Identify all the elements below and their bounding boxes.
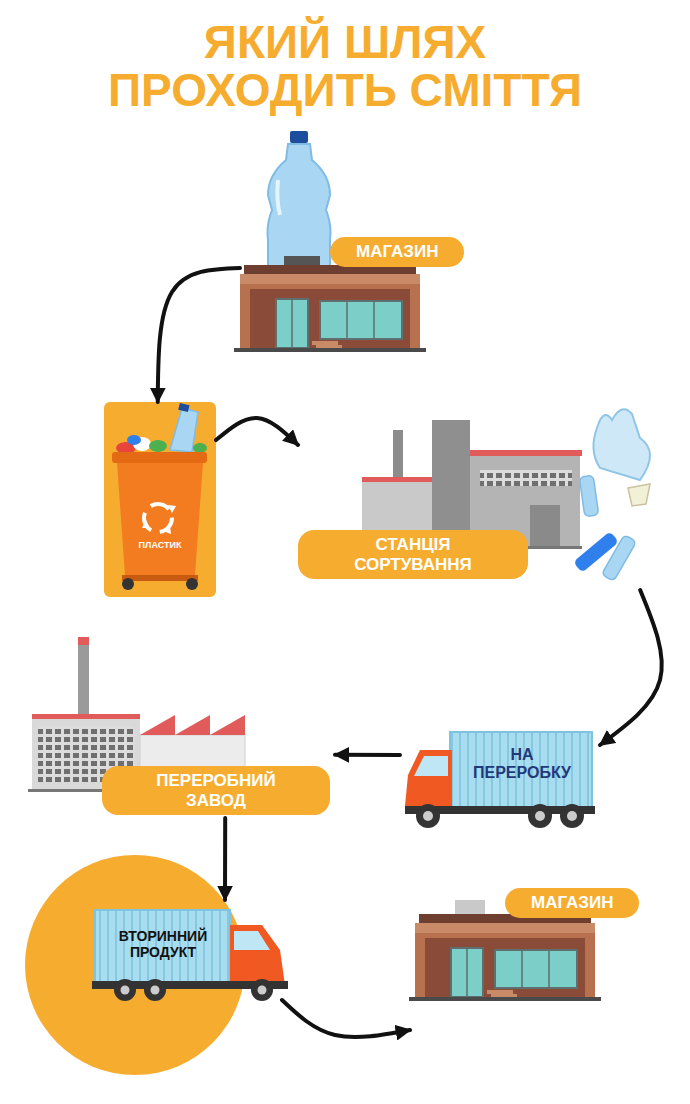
product-truck-drawing xyxy=(234,931,270,950)
bin-drawing xyxy=(178,403,189,412)
truck-node: ВТОРИННИЙ ПРОДУКТ xyxy=(90,900,290,1000)
truck-drawing xyxy=(423,811,433,821)
bin-drawing xyxy=(122,575,198,581)
product-truck-drawing xyxy=(121,986,130,995)
product-truck-drawing xyxy=(230,925,285,985)
plastic-waste-drawing xyxy=(573,409,650,581)
bin-drawing xyxy=(186,578,198,590)
truck-drawing xyxy=(405,750,452,806)
label-pill: ПЕРЕРОБНИЙ ЗАВОД xyxy=(102,766,330,815)
container-label: НА ПЕРЕРОБКУ xyxy=(466,746,578,783)
factory-drawing xyxy=(78,637,89,720)
label-pill: СТАНЦІЯ СОРТУВАННЯ xyxy=(298,530,528,579)
label-pill: МАГАЗИН xyxy=(330,237,464,267)
flow-arrow xyxy=(600,590,662,745)
plastic-waste-drawing xyxy=(593,409,650,480)
sorting-station-drawing xyxy=(530,505,560,548)
truck-drawing xyxy=(414,756,448,776)
plastic-waste-drawing xyxy=(579,475,598,517)
sorting-station-drawing xyxy=(480,470,572,486)
plastic-waste-drawing xyxy=(601,535,636,582)
bin-label: ПЛАСТИК xyxy=(104,540,216,550)
truck-drawing xyxy=(450,732,592,810)
truck-drawing xyxy=(535,811,545,821)
product-truck-drawing xyxy=(258,986,267,995)
flow-arrow xyxy=(335,753,400,757)
product-truck-drawing xyxy=(25,855,288,1075)
container-label: ВТОРИННИЙ ПРОДУКТ xyxy=(103,928,223,960)
bin-drawing xyxy=(127,435,141,445)
shop-drawing xyxy=(234,265,426,352)
flow-arrow xyxy=(282,1000,410,1037)
truck-drawing xyxy=(567,811,577,821)
flow-arrow xyxy=(158,268,240,402)
sorting-station-drawing xyxy=(393,430,403,482)
truck-drawing xyxy=(560,804,584,828)
product-truck-drawing xyxy=(144,979,166,1001)
bin-drawing xyxy=(104,402,216,597)
truck-node: НА ПЕРЕРОБКУ xyxy=(400,728,600,828)
sorting-station-drawing xyxy=(432,420,470,548)
shop-drawing xyxy=(409,914,601,1001)
product-truck-drawing xyxy=(95,910,230,985)
bin-drawing xyxy=(117,463,203,575)
factory-drawing xyxy=(140,715,245,735)
bin-drawing xyxy=(193,443,207,453)
shop-node: МАГАЗИН xyxy=(410,886,640,1040)
bin-drawing xyxy=(170,408,198,452)
bottle-drawing xyxy=(290,131,308,143)
flow-arrow xyxy=(223,818,227,900)
bin-drawing xyxy=(142,505,176,534)
bottle-drawing xyxy=(268,131,331,268)
factory-drawing xyxy=(78,637,89,645)
shop-node: МАГАЗИН xyxy=(240,128,470,352)
product-truck-drawing xyxy=(151,986,160,995)
sorting-station-drawing xyxy=(470,450,582,456)
truck-drawing xyxy=(416,804,440,828)
station-node: СТАНЦІЯ СОРТУВАННЯ xyxy=(298,405,662,590)
bin-drawing xyxy=(122,578,134,590)
product-truck-drawing xyxy=(251,979,273,1001)
truck-drawing xyxy=(528,804,552,828)
flow-arrow xyxy=(216,418,298,445)
bin-node: ПЛАСТИК xyxy=(104,402,216,597)
diagram-title: ЯКИЙ ШЛЯХ ПРОХОДИТЬ СМІТТЯ xyxy=(75,18,615,115)
truck-drawing xyxy=(405,732,595,828)
bin-drawing xyxy=(104,402,216,597)
factory-node: ПЕРЕРОБНИЙ ЗАВОД xyxy=(30,632,335,818)
product-truck-drawing xyxy=(114,979,136,1001)
product-truck-drawing xyxy=(25,855,245,1075)
shop-drawing xyxy=(455,900,485,914)
bin-drawing xyxy=(149,440,167,452)
plastic-waste-drawing xyxy=(628,484,650,506)
bin-drawing xyxy=(112,452,207,463)
bottle-drawing xyxy=(277,180,280,215)
label-pill: МАГАЗИН xyxy=(505,888,639,918)
factory-drawing xyxy=(32,714,140,719)
bottle-drawing xyxy=(268,144,331,268)
